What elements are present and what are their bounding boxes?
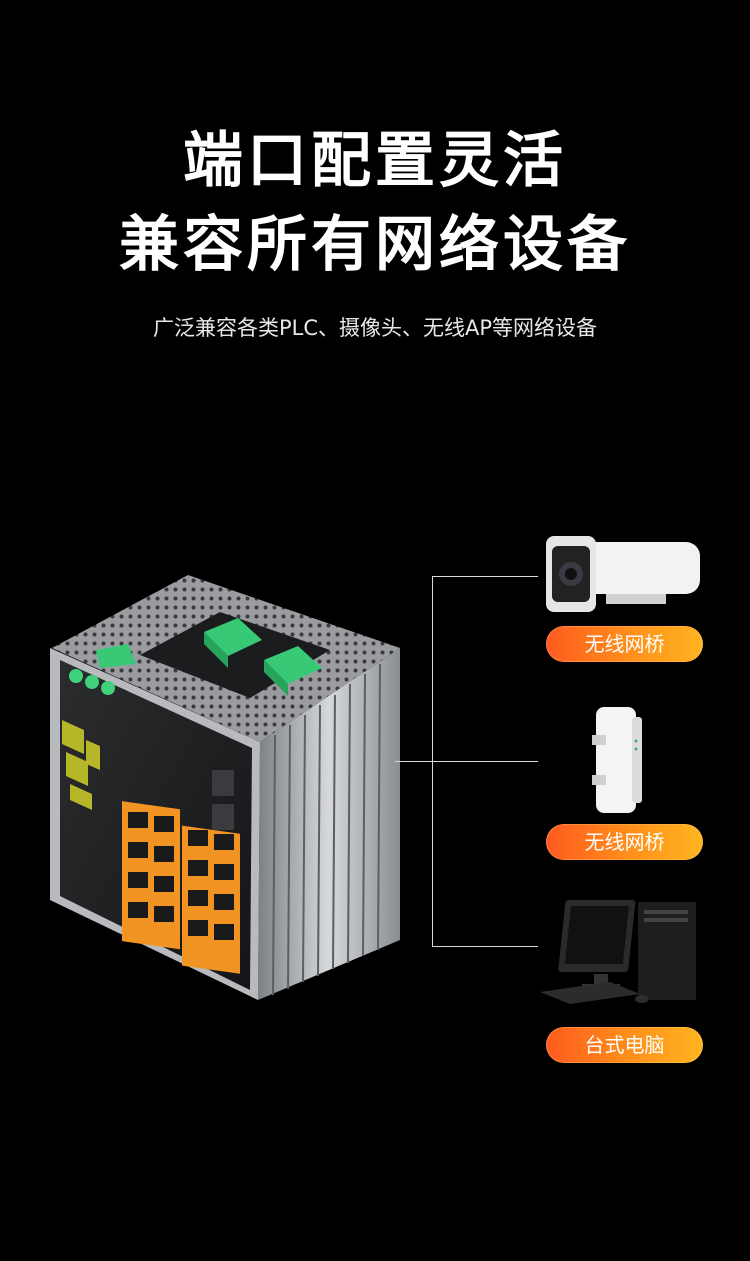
device-label-pill: 无线网桥 bbox=[546, 824, 703, 860]
headline-line-1: 端口配置灵活 bbox=[183, 126, 567, 196]
subtitle: 广泛兼容各类PLC、摄像头、无线AP等网络设备 bbox=[152, 316, 598, 340]
terminal-block-icon bbox=[96, 618, 322, 696]
bullet-camera-icon bbox=[546, 536, 700, 612]
connector-line bbox=[395, 761, 538, 762]
ethernet-ports bbox=[122, 770, 240, 974]
headline-line-2: 兼容所有网络设备 bbox=[119, 210, 631, 280]
wireless-bridge-icon bbox=[592, 707, 642, 813]
device-label-pill: 台式电脑 bbox=[546, 1027, 703, 1063]
connector-line bbox=[432, 576, 538, 577]
desktop-computer-icon bbox=[540, 900, 696, 1004]
device-label-pill: 无线网桥 bbox=[546, 626, 703, 662]
connector-line bbox=[432, 946, 538, 947]
